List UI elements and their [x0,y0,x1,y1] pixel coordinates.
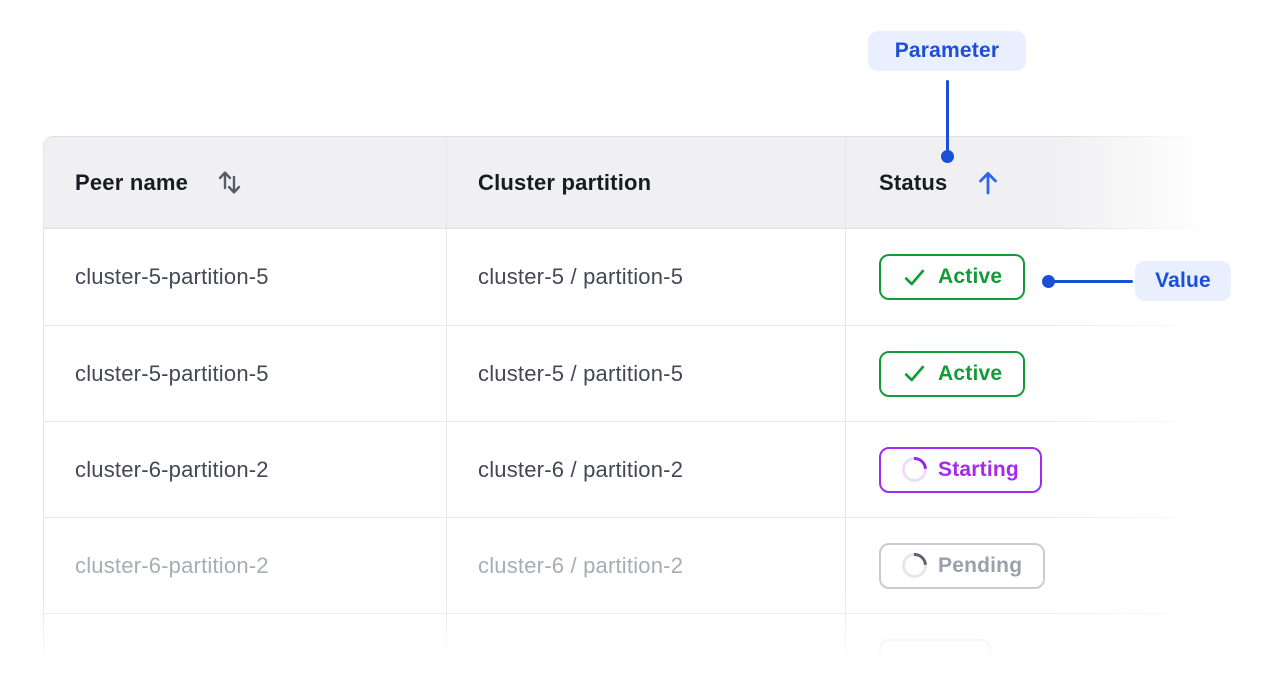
status-badge-label: Active [938,361,1003,385]
column-label: Peer name [75,169,189,195]
bottom-fade-overlay [0,596,1272,688]
parameter-connector-dot [941,150,954,163]
status-badge: Starting [879,446,1042,493]
check-icon [902,265,927,290]
cell-status: Pending [846,518,1212,613]
cell-peer-name: cluster-5-partition-5 [44,229,447,325]
value-connector-dot [1042,275,1055,288]
table-row[interactable]: cluster-5-partition-5 cluster-5 / partit… [44,325,1212,421]
status-badge-label: Pending [938,553,1023,577]
status-badge: Pending [879,542,1046,589]
column-label: Cluster partition [478,169,652,195]
cell-peer-name: cluster-5-partition-5 [44,326,447,421]
column-header-cluster-partition[interactable]: Cluster partition [447,137,846,228]
table-row[interactable]: cluster-6-partition-2 cluster-6 / partit… [44,421,1212,517]
parameter-connector-line [946,80,949,152]
cluster-partition-text: cluster-5 / partition-5 [478,264,684,289]
value-callout-label: Value [1135,261,1231,301]
cell-peer-name: cluster-6-partition-2 [44,422,447,517]
sort-both-icon[interactable] [216,168,243,197]
column-header-peer-name[interactable]: Peer name [44,137,447,228]
peer-name-text: cluster-6-partition-2 [75,552,269,578]
cell-cluster-partition: cluster-5 / partition-5 [447,229,846,325]
cell-cluster-partition: cluster-6 / partition-2 [447,422,846,517]
cluster-partition-text: cluster-5 / partition-5 [478,360,684,386]
parameter-callout-text: Parameter [894,39,1000,62]
cell-status: Active [846,229,1212,325]
peer-name-text: cluster-5-partition-5 [75,360,269,386]
cell-peer-name: cluster-6-partition-2 [44,518,447,613]
parameter-callout-label: Parameter [868,31,1026,71]
spinner-icon [896,451,933,488]
cell-cluster-partition: cluster-5 / partition-5 [447,326,846,421]
cell-status: Active [846,326,1212,421]
right-fade-overlay [1057,125,1272,688]
check-icon [902,361,927,386]
table-header-row: Peer name Cluster partition Status [44,137,1212,229]
cell-status: Starting [846,422,1212,517]
spinner-icon [896,547,933,584]
status-badge-label: Starting [938,457,1019,481]
arrow-up-icon[interactable] [975,169,1001,197]
table-row[interactable]: cluster-5-partition-5 cluster-5 / partit… [44,229,1212,325]
cluster-partition-text: cluster-6 / partition-2 [478,456,684,482]
status-badge-label: Active [938,265,1003,288]
peer-name-text: cluster-5-partition-5 [75,264,269,289]
status-badge: Active [879,254,1026,300]
peer-name-text: cluster-6-partition-2 [75,456,269,482]
column-label: Status [879,169,948,195]
value-connector-line [1053,280,1133,283]
status-badge: Active [879,350,1026,397]
cluster-partition-text: cluster-6 / partition-2 [478,552,684,578]
value-callout-text: Value [1155,269,1211,292]
cell-cluster-partition: cluster-6 / partition-2 [447,518,846,613]
column-header-status[interactable]: Status [846,137,1212,228]
